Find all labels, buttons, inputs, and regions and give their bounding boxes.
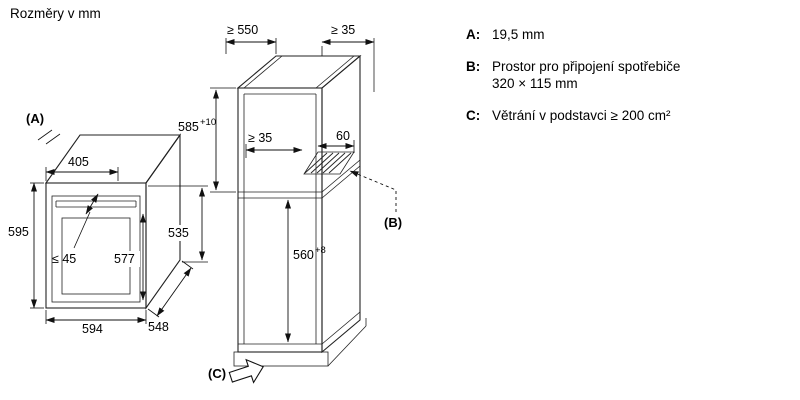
legend-item-a: A: 19,5 mm: [466, 26, 796, 44]
legend-item-b: B: Prostor pro připojení spotřebiče 320 …: [466, 58, 796, 93]
svg-text:≥ 550: ≥ 550: [227, 23, 258, 37]
oven-door: [51, 195, 141, 303]
svg-text:≤ 45: ≤ 45: [52, 252, 76, 266]
legend-c-label: C:: [466, 107, 481, 123]
callout-c: (C): [208, 366, 226, 381]
svg-text:≥ 35: ≥ 35: [248, 131, 272, 145]
airflow-arrow-icon: [228, 358, 264, 384]
oven-side-face: [145, 133, 181, 310]
svg-text:560: 560: [293, 248, 314, 262]
legend-a-label: A:: [466, 27, 481, 42]
svg-text:405: 405: [68, 155, 89, 169]
cabinet-drawing: ≥ 550 ≥ 35 585 +10 ≥ 35 60 (B) 560 +8 (C…: [178, 23, 402, 384]
page-title: Rozměry v mm: [10, 6, 101, 21]
oven-drawing: (A) 405 595 ≤ 45 577 535 594: [8, 111, 208, 336]
a-tick: [37, 129, 53, 141]
cabinet-plinth: [233, 351, 329, 367]
svg-text:585: 585: [178, 120, 199, 134]
dim-oven-handle-depth: [85, 193, 99, 215]
legend-item-c: C: Větrání v podstavci ≥ 200 cm²: [466, 107, 796, 125]
callout-b: (B): [384, 215, 402, 230]
cabinet-front-face: [237, 87, 323, 353]
legend-a-text: 19,5 mm: [492, 27, 545, 42]
svg-text:594: 594: [82, 322, 103, 336]
legend-c-text: Větrání v podstavci ≥ 200 cm²: [492, 107, 671, 123]
svg-text:595: 595: [8, 225, 29, 239]
svg-text:+10: +10: [200, 117, 216, 128]
callout-a: (A): [26, 111, 44, 126]
svg-text:577: 577: [114, 252, 135, 266]
vent-cutout: [303, 151, 355, 175]
svg-text:60: 60: [336, 129, 350, 143]
oven-front-face: [45, 182, 147, 309]
dim-oven-depth: [156, 267, 192, 317]
legend-b-label: B:: [466, 58, 481, 74]
oven-top-face: [44, 134, 182, 184]
cabinet-side-face: [321, 54, 361, 354]
legend: A: 19,5 mm B: Prostor pro připojení spot…: [466, 26, 796, 138]
svg-text:548: 548: [148, 320, 169, 334]
b-leader: [349, 170, 397, 212]
legend-b-text: Prostor pro připojení spotřebiče 320 × 1…: [492, 58, 681, 92]
svg-text:535: 535: [168, 226, 189, 240]
svg-text:≥ 35: ≥ 35: [331, 23, 355, 37]
svg-text:+8: +8: [315, 245, 326, 256]
